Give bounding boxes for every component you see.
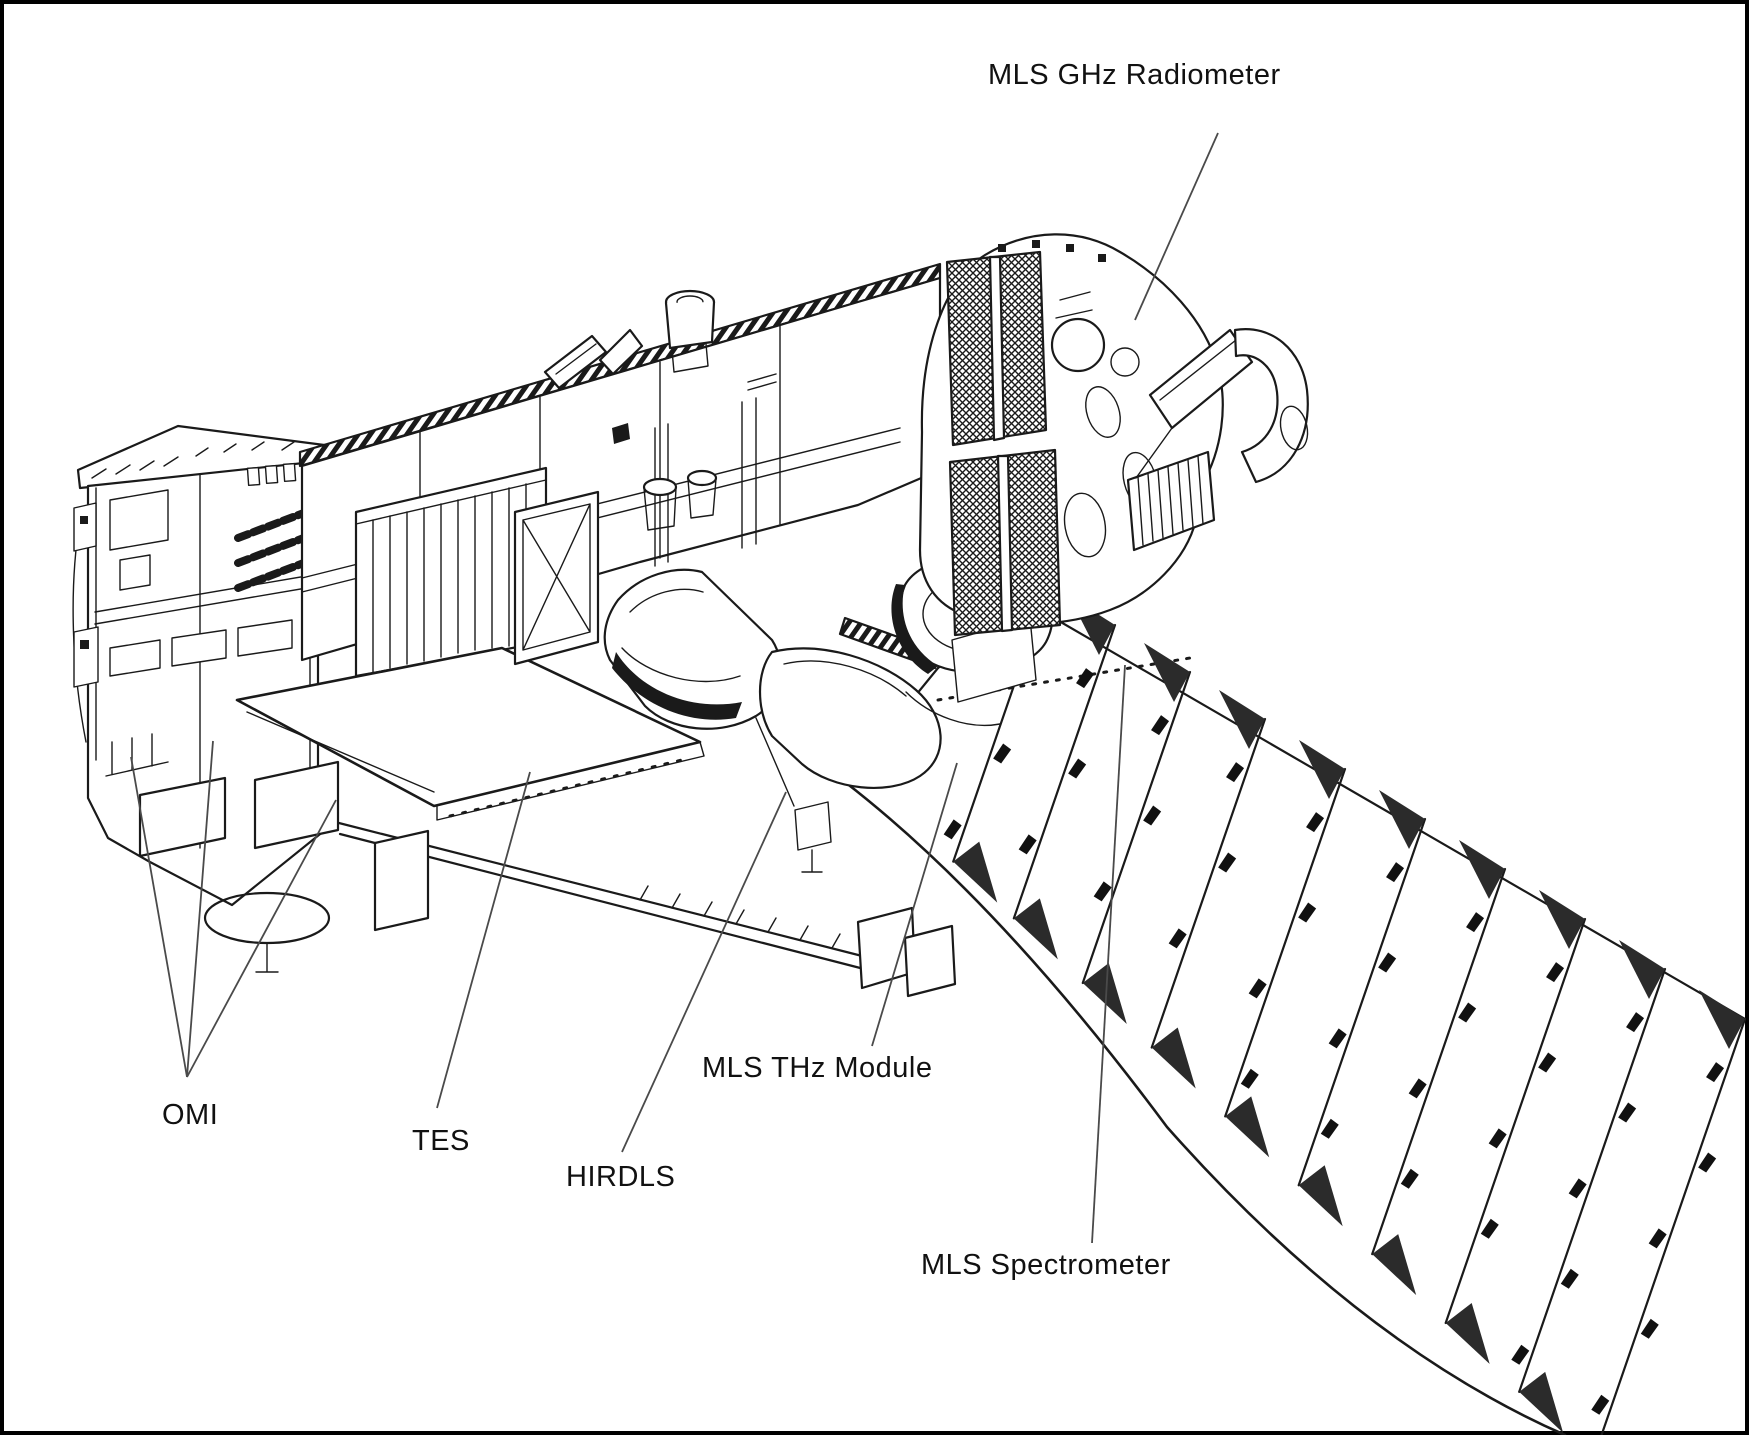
label-tes: TES	[412, 1125, 470, 1157]
label-mls-thz-module: MLS THz Module	[702, 1052, 933, 1084]
leader-tes	[436, 771, 531, 1109]
label-omi: OMI	[162, 1099, 218, 1131]
leader-lines	[130, 132, 1219, 1244]
labels: MLS GHz Radiometer OMI TES HIRDLS MLS TH…	[162, 59, 1281, 1281]
label-mls-spectrometer: MLS Spectrometer	[921, 1249, 1171, 1281]
left-instrument-block	[72, 424, 430, 973]
nadir-deck	[235, 646, 705, 821]
line-art	[72, 233, 1747, 1435]
label-mls-ghz-radiometer: MLS GHz Radiometer	[988, 59, 1281, 91]
lower-boom	[333, 820, 957, 998]
leader-mls-spectrometer	[1091, 664, 1126, 1244]
leader-mls-thz-module	[871, 762, 958, 1047]
leader-omi-3	[186, 799, 337, 1078]
leader-omi-1	[130, 756, 188, 1078]
leader-omi-2	[186, 740, 214, 1078]
ghz-radiometer-drum	[918, 233, 1309, 637]
leader-hirdls	[621, 791, 787, 1153]
center-instruments	[513, 469, 1054, 873]
solar-panel-shadow-triangles	[953, 596, 1745, 1433]
label-hirdls: HIRDLS	[566, 1161, 675, 1193]
solar-panel-lines	[952, 608, 1747, 1435]
leader-mls-ghz-radiometer	[1134, 132, 1219, 321]
